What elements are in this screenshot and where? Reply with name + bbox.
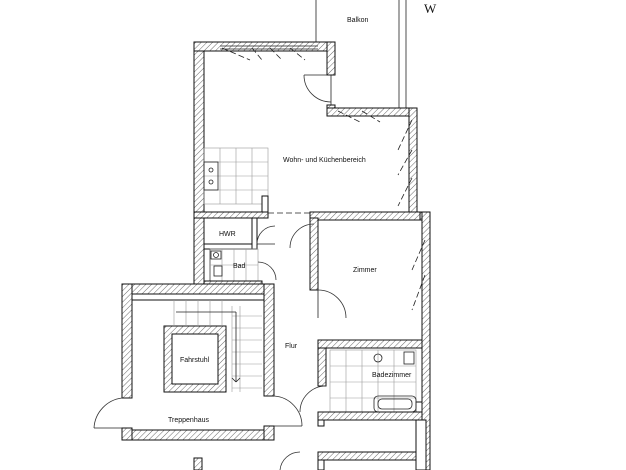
- room-label-wohn: Wohn- und Küchenbereich: [283, 157, 366, 164]
- north-marker: W: [424, 1, 437, 16]
- room-label-flur: Flur: [285, 343, 298, 350]
- hwr-room: [203, 217, 276, 250]
- room-label-zimmer: Zimmer: [353, 267, 377, 274]
- zimmer-room: [289, 217, 426, 349]
- room-label-hwr: HWR: [219, 231, 236, 238]
- room-label-treppenhaus: Treppenhaus: [168, 417, 209, 424]
- stairs: [173, 300, 262, 392]
- lift-shaft: [163, 325, 227, 393]
- balcony: [315, 0, 407, 108]
- kitchen-tiles: [203, 147, 269, 205]
- room-label-balkon: Balkon: [347, 17, 369, 24]
- badezimmer-room: [299, 347, 423, 427]
- stairwell: [93, 283, 303, 441]
- lower-walls: [193, 419, 427, 470]
- room-label-fahrstuhl: Fahrstuhl: [180, 357, 210, 364]
- room-label-badezimmer: Badezimmer: [372, 372, 412, 379]
- room-label-bad: Bad: [233, 263, 246, 270]
- living-right-window: [397, 119, 413, 207]
- partition-walls: [193, 195, 421, 221]
- living-room-windows: [220, 45, 381, 123]
- balcony-door: [303, 74, 332, 105]
